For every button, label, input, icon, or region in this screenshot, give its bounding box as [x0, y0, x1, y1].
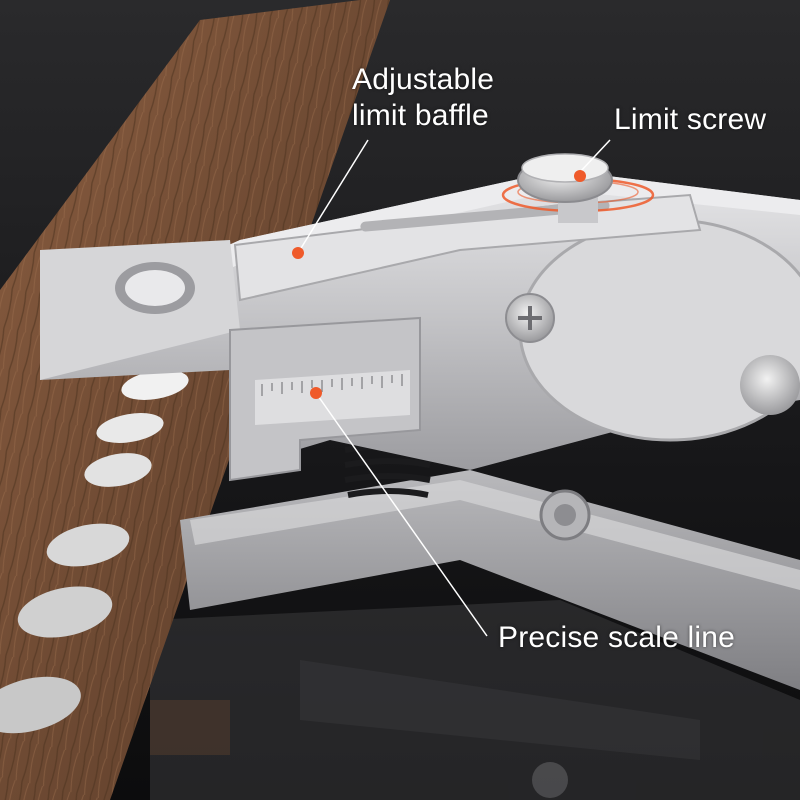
punched-hole — [96, 413, 164, 443]
punched-hole — [46, 523, 130, 567]
screw-callout-line — [579, 139, 611, 173]
punched-hole — [84, 453, 152, 487]
wood-strip — [0, 0, 390, 800]
punched-hole — [121, 370, 189, 400]
lower-jaw — [180, 470, 800, 690]
floor-reflection — [150, 600, 800, 800]
adjustable-baffle-label-line1: Adjustable — [352, 63, 495, 96]
limit-screw-label: Limit screw — [614, 103, 767, 136]
scale-marker-dot — [310, 387, 322, 399]
adjustable-baffle-label-line2: limit baffle — [352, 99, 489, 132]
pivot-rivet — [740, 355, 800, 415]
baffle-marker-dot — [292, 247, 304, 259]
adjustable-baffle-label: Adjustable limit baffle — [352, 62, 494, 134]
punched-hole — [17, 586, 113, 638]
scale-callout-line — [315, 392, 488, 637]
limit-screw — [501, 153, 655, 223]
scale-block — [229, 316, 421, 482]
baffle-callout-line — [297, 139, 369, 254]
scale-line-label: Precise scale line — [498, 621, 736, 654]
callout-lines — [297, 139, 611, 637]
screw-marker-dot — [574, 170, 586, 182]
punched-hole — [0, 676, 81, 734]
